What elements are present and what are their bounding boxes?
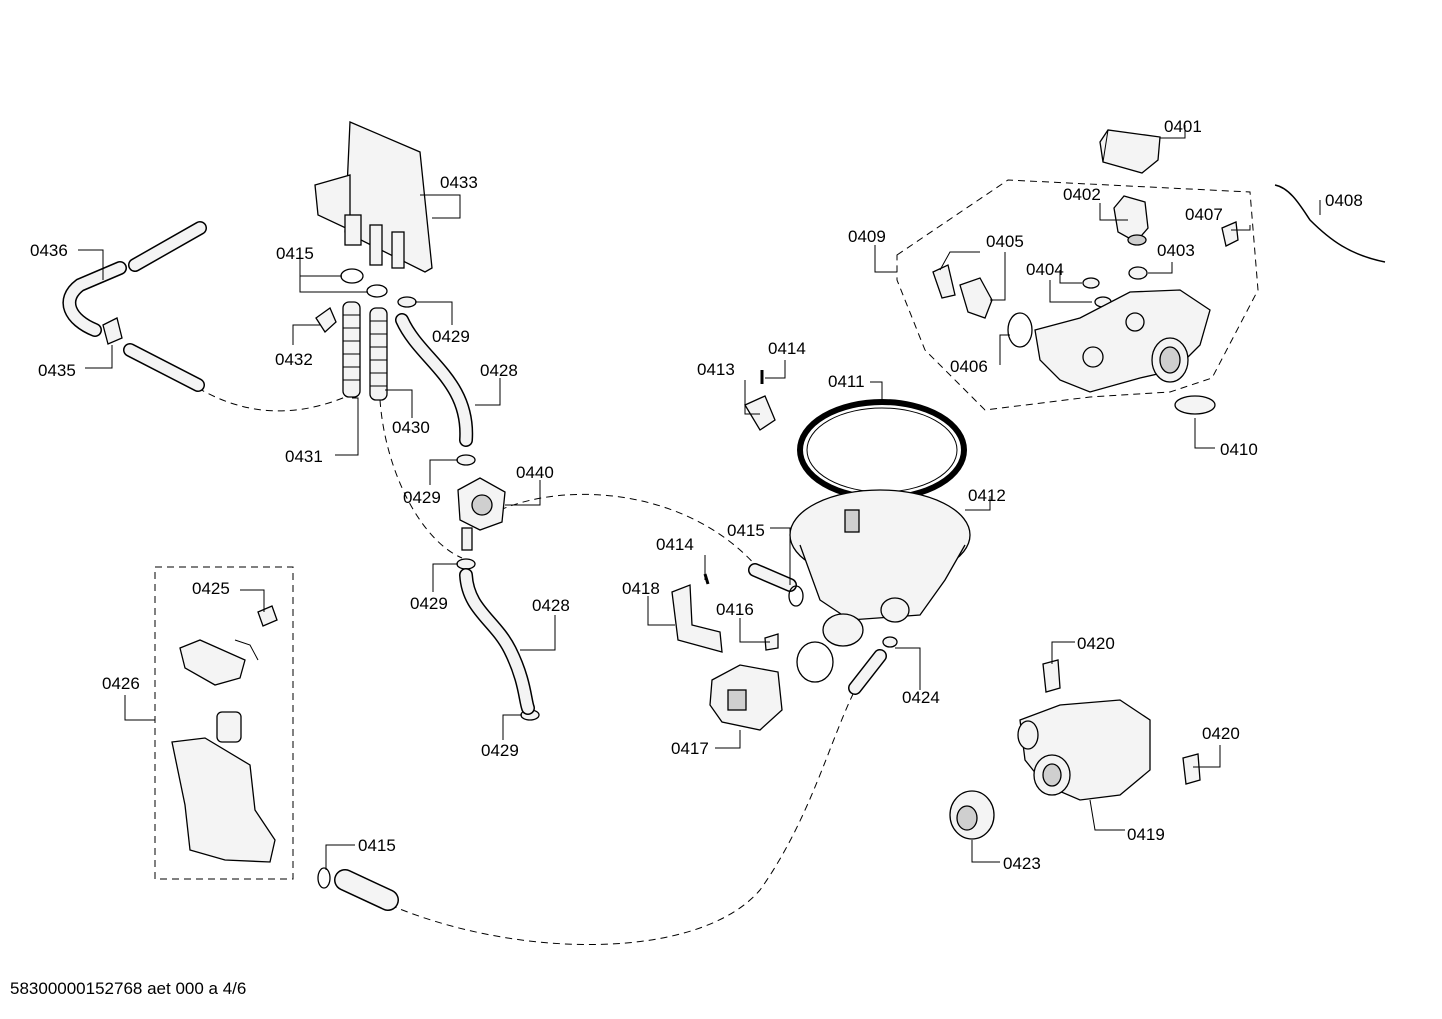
part-0401-cover[interactable] [1099, 129, 1161, 174]
part-0435-clip[interactable] [102, 317, 123, 345]
part-0410-clamp[interactable] [1174, 395, 1216, 415]
label-0428-lower: 0428 [532, 596, 570, 615]
drawing-id: 58300000152768 aet 000 a 4/6 [10, 979, 247, 998]
label-0415-mid: 0415 [727, 521, 765, 540]
part-0431-corrugated-hose[interactable] [342, 301, 361, 398]
part-0418-bracket[interactable] [671, 584, 723, 653]
part-0416-clip[interactable] [764, 633, 779, 651]
label-0412: 0412 [968, 486, 1006, 505]
part-0419-heat-pump[interactable] [1017, 699, 1151, 801]
label-0435: 0435 [38, 361, 76, 380]
label-0411: 0411 [828, 372, 865, 391]
label-0417: 0417 [671, 739, 709, 758]
label-0425: 0425 [192, 579, 230, 598]
dosing-lever[interactable] [179, 639, 246, 686]
part-0440-circulation-pump[interactable] [457, 477, 506, 551]
part-0404-seal-a[interactable] [1082, 277, 1100, 289]
label-0418: 0418 [622, 579, 660, 598]
label-0432: 0432 [275, 350, 313, 369]
part-0415-hose-bottom[interactable] [334, 869, 399, 911]
label-0429-c: 0429 [410, 594, 448, 613]
part-0428-hose-upper[interactable] [395, 313, 474, 447]
part-0403-seal[interactable] [1128, 266, 1148, 280]
dosing-spring[interactable] [234, 639, 259, 661]
part-0429-clip-c[interactable] [456, 558, 476, 570]
sump-seal-ring[interactable] [796, 641, 834, 683]
part-0423-grommet[interactable] [949, 790, 995, 840]
label-0424: 0424 [902, 688, 940, 707]
part-0415-seal-top-b[interactable] [366, 284, 388, 298]
part-0430-corrugated-hose[interactable] [369, 307, 388, 401]
part-0413-bracket[interactable] [744, 395, 776, 431]
label-0404: 0404 [1026, 260, 1064, 279]
part-0405-connector[interactable] [932, 264, 993, 319]
label-0401: 0401 [1164, 117, 1202, 136]
part-0424-seal[interactable] [882, 636, 898, 648]
label-0410: 0410 [1220, 440, 1258, 459]
label-0419: 0419 [1127, 825, 1165, 844]
part-0411-sump-seal-ring[interactable] [797, 399, 967, 501]
hose-routing-line-left [379, 399, 463, 559]
label-0402: 0402 [1063, 185, 1101, 204]
part-0415-seal-mid[interactable] [788, 585, 804, 607]
label-0413: 0413 [697, 360, 735, 379]
label-0415-top: 0415 [276, 244, 314, 263]
part-0432-clip[interactable] [315, 307, 337, 333]
label-0429-b: 0429 [403, 488, 441, 507]
label-0430: 0430 [392, 418, 430, 437]
label-0420-a: 0420 [1077, 634, 1115, 653]
part-0406-o-ring[interactable] [1007, 312, 1033, 348]
label-0429-a: 0429 [432, 327, 470, 346]
label-0416: 0416 [716, 600, 754, 619]
part-0420-clip-a[interactable] [1042, 659, 1061, 693]
hose-routing-line-pump [499, 493, 759, 569]
label-0414-a: 0414 [768, 339, 806, 358]
label-0433: 0433 [440, 173, 478, 192]
part-0429-clip-a[interactable] [397, 296, 417, 308]
label-0429-d: 0429 [481, 741, 519, 760]
part-0407-clip[interactable] [1221, 221, 1239, 247]
label-0414-b: 0414 [656, 535, 694, 554]
part-0420-clip-b[interactable] [1182, 753, 1201, 785]
label-0428-upper: 0428 [480, 361, 518, 380]
part-0415-hose-mid[interactable] [748, 563, 797, 592]
label-0420-b: 0420 [1202, 724, 1240, 743]
label-0436: 0436 [30, 241, 68, 260]
part-0436-elbow-hose[interactable] [62, 221, 207, 337]
part-0408-wire[interactable] [1274, 184, 1386, 263]
dosing-cylinder[interactable] [216, 711, 242, 743]
label-0403: 0403 [1157, 241, 1195, 260]
part-0433-water-distributor[interactable] [314, 121, 433, 273]
part-0415-seal-top[interactable] [340, 268, 364, 284]
label-0409: 0409 [848, 227, 886, 246]
dosing-assembly-boundary [154, 566, 294, 880]
label-0431: 0431 [285, 447, 323, 466]
part-0428-hose-lower[interactable] [459, 568, 535, 715]
part-0415-seal-bottom[interactable] [317, 867, 331, 889]
part-0429-clip-b[interactable] [456, 454, 476, 466]
part-0425-clip[interactable] [257, 605, 278, 627]
part-0412-sump[interactable] [789, 489, 971, 647]
dosing-housing[interactable] [171, 737, 276, 863]
part-0417-drain-pump[interactable] [709, 664, 783, 731]
label-0406: 0406 [950, 357, 988, 376]
label-0408: 0408 [1325, 191, 1363, 210]
label-0405: 0405 [986, 232, 1024, 251]
hose-routing-line-bottom [389, 689, 856, 946]
leader-lines [78, 125, 1321, 870]
part-heater-housing[interactable] [1034, 289, 1211, 393]
label-0407: 0407 [1185, 205, 1223, 224]
part-0424-hose[interactable] [848, 649, 887, 695]
drain-hose-routing-line [197, 387, 351, 412]
label-0426: 0426 [102, 674, 140, 693]
part-0402-sensor[interactable] [1113, 195, 1149, 246]
label-0440: 0440 [516, 463, 554, 482]
label-0415-bottom: 0415 [358, 836, 396, 855]
label-0423: 0423 [1003, 854, 1041, 873]
heater-assembly-boundary [896, 179, 1259, 411]
drain-hose-segment[interactable] [123, 343, 205, 392]
